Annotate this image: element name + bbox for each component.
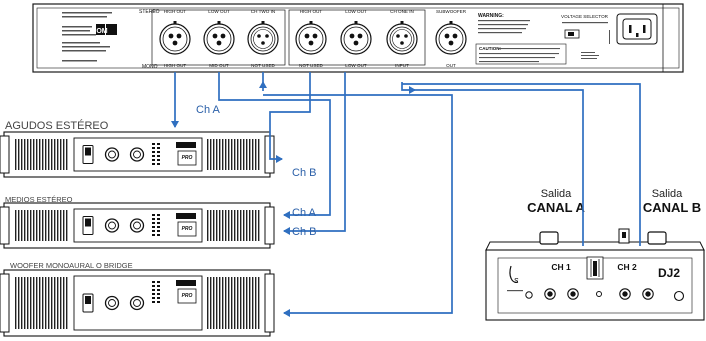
cable-canal-b: [402, 83, 641, 246]
caution-title: CAUTION:: [479, 46, 501, 51]
amp-pro-badge: PRO: [182, 293, 193, 299]
jack-top-label-3: CH TWO IN: [251, 9, 275, 14]
cables: [171, 72, 641, 317]
mixer-ch1-label: CH 1: [551, 262, 571, 272]
salida-b-big: CANAL B: [643, 200, 701, 215]
mixer-model-label: DJ2: [658, 266, 680, 280]
amp-vent-right: [206, 139, 261, 170]
cable-woofer: [263, 94, 453, 317]
salida-a-big: CANAL A: [527, 200, 585, 215]
amplifier-1: PRO: [0, 131, 275, 178]
xlr-jack-icon: [340, 21, 372, 55]
amp-vent-left: [14, 277, 69, 329]
jack-bottom-label-3: NOT USED: [251, 63, 275, 68]
amp-vent-right: [206, 277, 261, 329]
salida-a-small: Salida: [541, 188, 572, 200]
jack-bottom-label-1: HIGH OUT: [164, 63, 187, 68]
mixer-knobs: [525, 288, 685, 302]
amp-vent-left: [14, 210, 69, 241]
mono-label: MONO: [142, 64, 158, 70]
cable-mid-ch-a: [218, 72, 331, 219]
amp-brand-mark: [176, 213, 196, 219]
amplifier-2: PRO: [0, 202, 275, 249]
salida-b-small: Salida: [652, 188, 683, 200]
xlr-jack-icon: [159, 21, 191, 55]
jack-bottom-label-7: OUT: [446, 63, 456, 68]
ch-b-mid-label: Ch B: [292, 226, 316, 238]
jack-top-label-6: CH ONE IN: [390, 9, 414, 14]
jack-small-icon: [596, 291, 602, 297]
amplifier-3: PRO: [0, 269, 275, 337]
crossover-fineprint: [62, 12, 112, 62]
warning-block: WARNING: CAUTION:: [475, 13, 567, 65]
jack-bottom-label-2: MID OUT: [209, 63, 229, 68]
cable-canal-a: [412, 89, 584, 246]
amp-3-section-label: WOOFER MONOAURAL O BRIDGE: [10, 261, 133, 270]
mixer-ch2-label: CH 2: [617, 262, 637, 272]
xlr-jack-icon: [247, 21, 279, 55]
amp-pro-badge: PRO: [182, 226, 193, 232]
xlr-jack-icon: [295, 21, 327, 55]
svg-text:s: s: [514, 275, 519, 285]
amp-brand-mark: [176, 280, 196, 286]
xlr-jack-icon: [386, 21, 418, 55]
jack-top-label-4: HIGH OUT: [300, 9, 323, 14]
stereo-label: STEREO: [139, 9, 160, 15]
ch-a-mid-label: Ch A: [292, 207, 317, 219]
xlr-jack-icon: [435, 21, 467, 55]
iom-logo-text: IOM: [94, 28, 107, 35]
warning-title: WARNING:: [478, 13, 504, 19]
amp-2-section-label: MEDIOS ESTÉREO: [5, 195, 73, 204]
mixer-output-knob-icon: [673, 290, 685, 302]
jack-bottom-label-6: INPUT: [395, 63, 409, 68]
amp-1-section-label: AGUDOS ESTÉREO: [5, 119, 109, 132]
jack-top-label-7: SUBWOOFER: [436, 9, 467, 14]
jack-bottom-label-5: LOW OUT: [345, 63, 367, 68]
xlr-jacks: [159, 21, 467, 55]
voltage-selector-label: VOLTAGE SELECTOR: [561, 14, 609, 19]
ch-b-top-label: Ch B: [292, 167, 316, 179]
amplifiers: PRO PRO PRO: [0, 131, 275, 337]
jack-top-label-5: LOW OUT: [345, 9, 367, 14]
mixer-logo: s: [507, 265, 523, 292]
amp-pro-badge: PRO: [182, 155, 193, 161]
xlr-jack-icon: [203, 21, 235, 55]
ch-a-top-label: Ch A: [196, 104, 221, 116]
jack-top-label-2: LOW OUT: [208, 9, 230, 14]
power-inlet: [616, 13, 658, 45]
voltage-selector: VOLTAGE SELECTOR: [561, 14, 609, 39]
amp-vent-left: [14, 139, 69, 170]
amp-brand-mark: [176, 142, 196, 148]
cable-mid-ch-b: [283, 72, 346, 235]
amp-vent-right: [206, 210, 261, 241]
cable-high-ch-b: [269, 72, 311, 163]
jack-bottom-label-4: NOT USED: [299, 63, 323, 68]
jack-top-label-1: HIGH OUT: [164, 9, 187, 14]
crossfader: [586, 256, 604, 280]
iom-logo: IOM: [94, 24, 117, 35]
mixer-power-led-icon: [525, 291, 533, 299]
dj-mixer: s CH 1 CH 2 DJ2 Salida CANAL A Salida: [485, 188, 705, 321]
crossover-unit: IOM STEREO MONO HIGH OUT LOW OUT CH TWO …: [32, 3, 684, 73]
